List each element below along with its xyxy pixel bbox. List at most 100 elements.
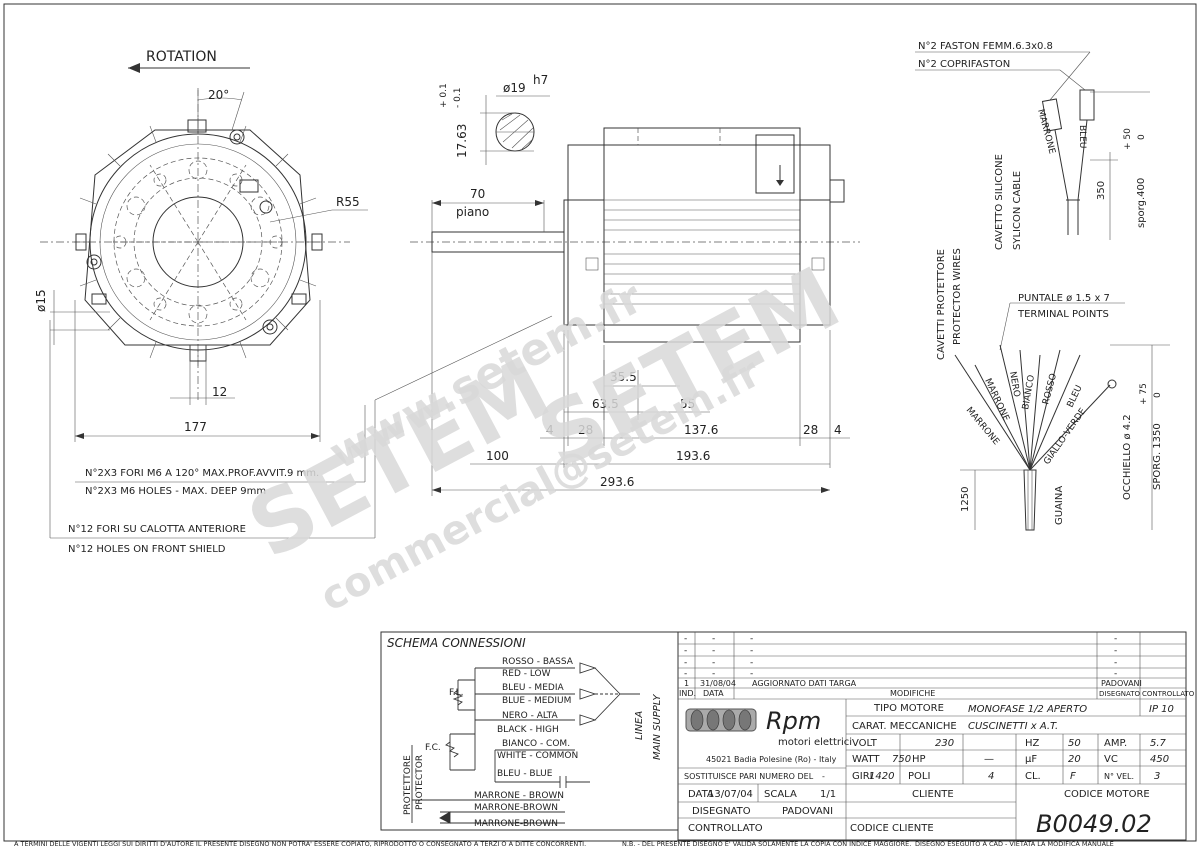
amp-label: AMP. xyxy=(1104,738,1127,749)
codice-cliente-label: CODICE CLIENTE xyxy=(850,823,934,834)
cavetto-label: CAVETTO SILICONE xyxy=(994,154,1005,250)
shaft-section: ø19 h7 17.63 + 0.1 - 0.1 xyxy=(439,73,550,165)
schema-bleu-blue: BLEU - BLUE xyxy=(497,769,553,779)
hp-label: HP xyxy=(912,754,926,765)
tol-0: 0 xyxy=(1137,134,1147,140)
schema-bleu-media: BLEU - MEDIA xyxy=(502,683,564,693)
rev-data: - xyxy=(712,634,715,644)
codice-motore-label: CODICE MOTORE xyxy=(1064,789,1150,800)
logo-address: 45021 Badia Polesine (Ro) - Italy xyxy=(706,755,837,764)
rev-ind: - xyxy=(684,658,687,668)
shaft-dia-label: ø19 xyxy=(503,81,526,95)
shaft-len-label: 70 xyxy=(470,187,485,201)
shaft-flat-tol-top: + 0.1 xyxy=(439,83,449,108)
scala-label: SCALA xyxy=(764,789,797,800)
dim-137-6: 137.6 xyxy=(684,423,718,437)
rev-dis: - xyxy=(1114,646,1117,656)
wire-marrone-2: MARRONE xyxy=(982,377,1011,423)
scala-value: 1/1 xyxy=(820,789,836,800)
header-modifiche: MODIFICHE xyxy=(890,689,935,698)
rev-ind: - xyxy=(684,669,687,679)
watt-value: 750 xyxy=(892,754,911,765)
rev-ind: - xyxy=(684,634,687,644)
schema-marrone: MARRONE - BROWN xyxy=(474,791,564,801)
footer-left: A TERMINI DELLE VIGENTI LEGGI SUI DIRITT… xyxy=(14,840,586,848)
shaft-piano-label: piano xyxy=(456,205,489,219)
shaft-flat-tol-bot: - 0.1 xyxy=(453,88,463,108)
nvel-value: 3 xyxy=(1154,771,1160,782)
wire-bianco: BIANCO xyxy=(1021,374,1037,410)
rev-dis: - xyxy=(1114,658,1117,668)
uf-value: 20 xyxy=(1068,754,1081,765)
side-view: 70 piano xyxy=(410,127,860,496)
rotation-label: ROTATION xyxy=(146,49,217,65)
dim-28a: 28 xyxy=(578,423,593,437)
tipo-motore-value: MONOFASE 1/2 APERTO xyxy=(968,704,1087,715)
dim-28b: 28 xyxy=(803,423,818,437)
hz-label: HZ xyxy=(1025,738,1040,749)
sylicon-label: SYLICON CABLE xyxy=(1012,171,1023,250)
rev-desc: - xyxy=(750,646,753,656)
schema-protector: PROTECTOR xyxy=(415,755,425,810)
rev-dis: - xyxy=(1114,669,1117,679)
tol-50: + 50 xyxy=(1123,128,1133,150)
carat-label: CARAT. MECCANICHE xyxy=(852,721,957,732)
schema-fl: F.L. xyxy=(449,688,463,698)
poli-value: 4 xyxy=(988,771,994,782)
dim-4b: 4 xyxy=(834,423,842,437)
cavetti-label: CAVETTI PROTETTORE xyxy=(936,249,947,360)
front-view: ROTATION xyxy=(34,49,553,555)
data-value: 13/07/04 xyxy=(708,789,753,800)
guaina-label: GUAINA xyxy=(1054,486,1065,525)
data-label: DATA xyxy=(688,789,714,800)
sporg-400: sporg.400 xyxy=(1136,178,1147,228)
wire-nero: NERO xyxy=(1007,371,1021,398)
coprifaston-label: N°2 COPRIFASTON xyxy=(918,59,1010,70)
schema-black: BLACK - HIGH xyxy=(497,725,559,735)
header-controllato: CONTROLLATO xyxy=(1142,690,1195,698)
rev-ind: 1 xyxy=(684,679,689,688)
dim-293-6: 293.6 xyxy=(600,475,634,489)
amp-value: 5.7 xyxy=(1150,738,1167,749)
front-holes-note-it: N°12 FORI SU CALOTTA ANTERIORE xyxy=(68,524,246,535)
rev-dis: PADOVANI xyxy=(1101,679,1142,688)
cliente-label: CLIENTE xyxy=(912,789,954,800)
holes-note-it: N°2X3 FORI M6 A 120° MAX.PROF.AVVIT.9 mm… xyxy=(85,468,319,479)
protector-wires-label: PROTECTOR WIRES xyxy=(952,248,963,345)
cable-view: N°2 FASTON FEMM.6.3x0.8 N°2 COPRIFASTON … xyxy=(915,41,1170,531)
shaft-tol-label: h7 xyxy=(533,73,548,87)
cl-value: F xyxy=(1070,771,1076,782)
dim-4a: 4 xyxy=(546,423,554,437)
tol-75: + 75 xyxy=(1139,383,1149,405)
company-logo: Rpm motori elettrici 45021 Badia Polesin… xyxy=(685,707,852,764)
rev-desc: - xyxy=(750,669,753,679)
disegnato-label: DISEGNATO xyxy=(692,806,751,817)
sostituisce-value: - xyxy=(822,772,825,781)
codice-motore-value: B0049.02 xyxy=(1036,810,1152,838)
schema-white: WHITE - COMMON xyxy=(497,751,578,761)
rev-desc: - xyxy=(750,658,753,668)
tipo-motore-label: TIPO MOTORE xyxy=(873,703,944,714)
schema-fc: F.C. xyxy=(425,743,441,753)
dim-12-label: 12 xyxy=(212,385,227,399)
schema-red: RED - LOW xyxy=(502,669,551,679)
ip-value: IP 10 xyxy=(1149,704,1174,715)
hp-value: — xyxy=(984,754,994,765)
front-holes-note-en: N°12 HOLES ON FRONT SHIELD xyxy=(68,544,226,555)
schema-protettore: PROTETTORE xyxy=(403,755,413,815)
uf-label: µF xyxy=(1025,754,1037,765)
dim-55: 55 xyxy=(680,397,695,411)
header-data: DATA xyxy=(703,689,724,698)
sostituisce-label: SOSTITUISCE PARI NUMERO DEL xyxy=(684,772,814,781)
rev-desc: - xyxy=(750,634,753,644)
revision-rows: - - - - - - - - - - - - - - - - 1 31/08/… xyxy=(684,634,1142,688)
carat-value: CUSCINETTI x A.T. xyxy=(968,721,1058,732)
footer-mid: N.B. - DEL PRESENTE DISEGNO E' VALIDA SO… xyxy=(622,840,911,848)
wire-giallo-verde: GIALLO-VERDE xyxy=(1042,406,1088,466)
sheet-border xyxy=(3,3,1197,842)
schema-main-supply: MAIN SUPPLY xyxy=(652,694,663,760)
schema-title: SCHEMA CONNESSIONI xyxy=(387,636,526,650)
disegnato-value: PADOVANI xyxy=(782,806,833,817)
rev-dis: - xyxy=(1114,634,1117,644)
rev-ind: - xyxy=(684,646,687,656)
